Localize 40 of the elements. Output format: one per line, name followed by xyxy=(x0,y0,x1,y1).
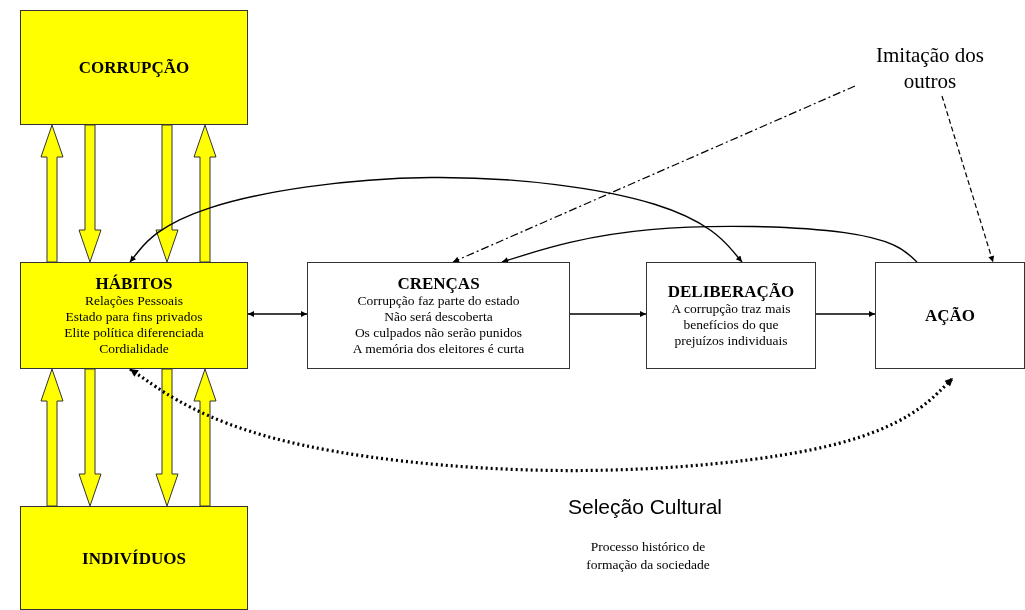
node-text: A corrupção traz mais benefícios do que prejuízos individuais xyxy=(671,301,791,349)
node-text: Estado para fins privados xyxy=(65,309,203,325)
node-text: A memória dos eleitores é curta xyxy=(352,341,525,357)
block-arrow xyxy=(78,124,102,263)
double-arrow xyxy=(247,311,308,317)
node-title: CRENÇAS xyxy=(397,274,480,293)
section-note: Processo histórico de formação da sociedade xyxy=(585,538,711,574)
node-title: INDIVÍDUOS xyxy=(82,548,186,568)
node-text: Os culpados não serão punidos xyxy=(354,325,523,341)
arrow xyxy=(941,95,995,263)
block-arrow xyxy=(193,368,217,507)
arrow xyxy=(452,85,856,263)
annotation-label: Imitação dos outros xyxy=(875,42,985,94)
block-arrow xyxy=(40,124,64,263)
node-title: AÇÃO xyxy=(924,306,976,325)
node-title: CORRUPÇÃO xyxy=(78,58,190,77)
node-text: Cordialidade xyxy=(99,341,169,357)
process-box xyxy=(20,506,248,610)
node-title: DELIBERAÇÃO xyxy=(667,282,795,301)
block-arrow xyxy=(155,124,179,263)
block-arrow xyxy=(40,368,64,507)
arrow xyxy=(569,311,647,317)
node-text: Corrupção faz parte do estado xyxy=(357,293,520,309)
process-box xyxy=(307,262,570,369)
node-text: Relações Pessoais xyxy=(85,293,183,309)
block-arrow xyxy=(78,368,102,507)
arrow xyxy=(815,311,876,317)
process-box xyxy=(646,262,816,369)
block-arrow xyxy=(193,124,217,263)
process-box xyxy=(20,262,248,369)
arrow xyxy=(501,225,918,264)
section-title: Seleção Cultural xyxy=(566,498,724,516)
node-text: Elite política diferenciada xyxy=(64,325,204,341)
process-box xyxy=(875,262,1025,369)
double-arrow xyxy=(129,176,743,263)
process-box xyxy=(20,10,248,125)
block-arrow xyxy=(155,368,179,507)
node-title: HÁBITOS xyxy=(95,274,173,293)
double-arrow xyxy=(129,367,955,473)
node-text: Não será descoberta xyxy=(384,309,493,325)
